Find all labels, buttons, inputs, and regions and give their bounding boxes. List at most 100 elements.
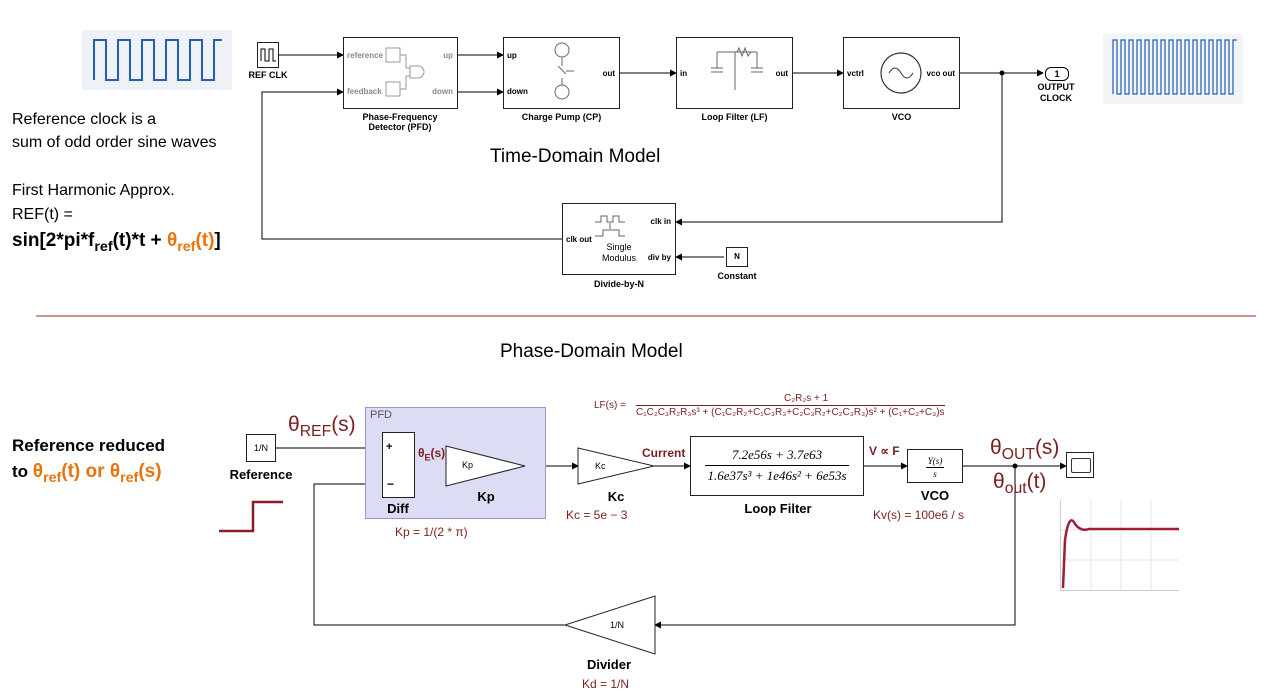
ref-eq-part2: (t)*t + <box>112 230 167 251</box>
pfd-port-up: up <box>443 51 453 60</box>
diff-label: Diff <box>387 501 409 516</box>
reduced-to: to <box>12 462 33 481</box>
scope-icon <box>1071 458 1091 473</box>
plus-sign-icon: + <box>386 441 393 453</box>
reduced-s: (s) <box>138 461 162 482</box>
theta-e-arg: (s) <box>430 446 446 460</box>
ref-equation: sin[2*pi*fref(t)*t + θref(t)] <box>12 230 221 255</box>
cp-port-up: up <box>507 51 517 60</box>
reference-reduced-line2: to θref(t) or θref(s) <box>12 461 162 486</box>
ref-clk-block[interactable] <box>257 42 279 68</box>
output-square-wave-icon <box>1112 39 1237 95</box>
v-prop-f-label: V ∝ F <box>869 444 900 458</box>
theta-out-t-sub: out <box>1004 480 1027 498</box>
divider-label: Divide-by-N <box>593 279 644 289</box>
theta-out-arg: (s) <box>1034 436 1060 459</box>
kc-equation: Kc = 5e − 3 <box>566 508 628 522</box>
divider-inner-text: Single Modulus <box>601 242 637 263</box>
pfd-label: Phase-Frequency Detector (PFD) <box>362 112 438 132</box>
reduced-t: (t) or <box>61 461 110 482</box>
lf-eq-denominator: C₁C₂C₃R₂R₃s³ + (C₁C₂R₂+C₁C₃R₃+C₂C₃R₂+C₂C… <box>636 405 945 418</box>
square-wave-icon <box>93 39 222 81</box>
minus-sign-icon: − <box>387 477 395 491</box>
phase-output-plot <box>1060 500 1179 591</box>
oscillator-icon <box>880 52 922 94</box>
div-port-clk-out: clk out <box>566 235 592 244</box>
theta-ref-arg: (s) <box>331 413 356 436</box>
ref-eq-end: ] <box>214 230 221 251</box>
output-clock-label: OUTPUT CLOCK <box>1037 82 1075 103</box>
ref-clock-note-line1: Reference clock is a <box>12 111 157 128</box>
pfd-port-feedback: feedback <box>347 87 382 96</box>
kc-block-text[interactable]: Kc <box>595 461 606 471</box>
current-source-icon <box>554 42 574 100</box>
pfd-block[interactable]: reference feedback up down <box>343 37 458 109</box>
ref-clk-label: REF CLK <box>248 70 288 80</box>
ref-eq-theta: θ <box>166 230 178 251</box>
divide-by-n-block[interactable]: clk in clk out div by Single Modulus <box>562 203 676 275</box>
theta-out-t-label: θout(t) <box>993 470 1046 498</box>
loop-filter-label: Loop Filter <box>744 501 812 516</box>
reference-block[interactable]: 1/N <box>246 434 276 462</box>
current-label: Current <box>642 446 686 460</box>
cp-port-down: down <box>507 87 528 96</box>
theta-out-t-symbol: θ <box>993 470 1005 493</box>
theta-e-label: θE(s) <box>418 446 445 462</box>
constant-block[interactable]: N <box>726 247 748 267</box>
ref-clock-waveform-plot <box>82 30 232 90</box>
kp-block-text[interactable]: Kp <box>462 460 474 470</box>
reference-label: Reference <box>229 467 293 482</box>
kv-equation: Kv(s) = 100e6 / s <box>873 508 965 522</box>
reduced-theta1: θ <box>32 461 44 482</box>
kd-equation: Kd = 1/N <box>582 677 630 691</box>
rc-network-icon <box>711 46 763 90</box>
scope-block[interactable] <box>1066 452 1094 478</box>
div-port-div-by: div by <box>647 253 671 262</box>
reduced-sub1: ref <box>43 469 62 486</box>
vco-label: VCO <box>891 112 912 122</box>
first-harmonic-note: First Harmonic Approx. <box>12 182 175 199</box>
divider-block-text[interactable]: 1/N <box>610 620 625 630</box>
vco-block-denominator: s <box>933 469 937 479</box>
output-port[interactable]: 1 <box>1045 67 1069 81</box>
theta-out-symbol: θ <box>990 436 1002 459</box>
theta-ref-label: θREF(s) <box>288 413 356 441</box>
ref-eq-sub2: ref <box>177 238 196 255</box>
theta-ref-symbol: θ <box>288 413 300 436</box>
phase-domain-title: Phase-Domain Model <box>500 341 683 362</box>
div-port-clk-in: clk in <box>650 217 671 226</box>
lf-port-in: in <box>680 69 688 78</box>
divider-waveform-icon <box>595 215 625 237</box>
time-domain-title: Time-Domain Model <box>490 146 661 167</box>
ref-clock-note-line2: sum of odd order sine waves <box>12 134 217 151</box>
ref-eq-part3: (t) <box>195 230 215 251</box>
vco-block-numerator: Y(s) <box>927 456 943 466</box>
reduced-sub2: ref <box>120 469 139 486</box>
cp-label: Charge Pump (CP) <box>521 112 602 122</box>
ref-eq-part1: sin[2*pi*f <box>12 230 95 251</box>
diff-sum-block[interactable]: + − <box>382 432 415 498</box>
vco-integrator-block[interactable]: Y(s) s <box>907 449 963 483</box>
lf-port-out: out <box>775 69 788 78</box>
lf-eq-prefix: LF(s) = <box>594 400 626 411</box>
cp-port-out: out <box>602 69 615 78</box>
vco-block[interactable]: vctrl vco out <box>843 37 960 109</box>
loop-filter-block[interactable]: in out <box>676 37 793 109</box>
reduced-theta2: θ <box>109 461 121 482</box>
lf-transfer-block[interactable]: 7.2e56s + 3.7e63 1.6e37s³ + 1e46s² + 6e5… <box>690 436 864 496</box>
vco-port-in: vctrl <box>847 69 864 78</box>
lf-label: Loop Filter (LF) <box>701 112 768 122</box>
theta-e-symbol: θ <box>418 446 425 460</box>
kc-label: Kc <box>607 489 625 504</box>
pulse-icon <box>260 48 276 62</box>
ref-eq-label: REF(t) = <box>12 206 73 223</box>
charge-pump-block[interactable]: up down out <box>503 37 620 109</box>
kp-label: Kp <box>477 489 495 504</box>
constant-label: Constant <box>717 271 757 281</box>
pfd-group-label: PFD <box>370 409 392 421</box>
lf-eq-numerator: C₂R₂s + 1 <box>784 393 829 404</box>
lf-block-numerator: 7.2e56s + 3.7e63 <box>731 447 823 462</box>
divider-pd-label: Divider <box>586 657 632 672</box>
pfd-port-down: down <box>432 87 453 96</box>
theta-e-sub: E <box>424 452 431 463</box>
